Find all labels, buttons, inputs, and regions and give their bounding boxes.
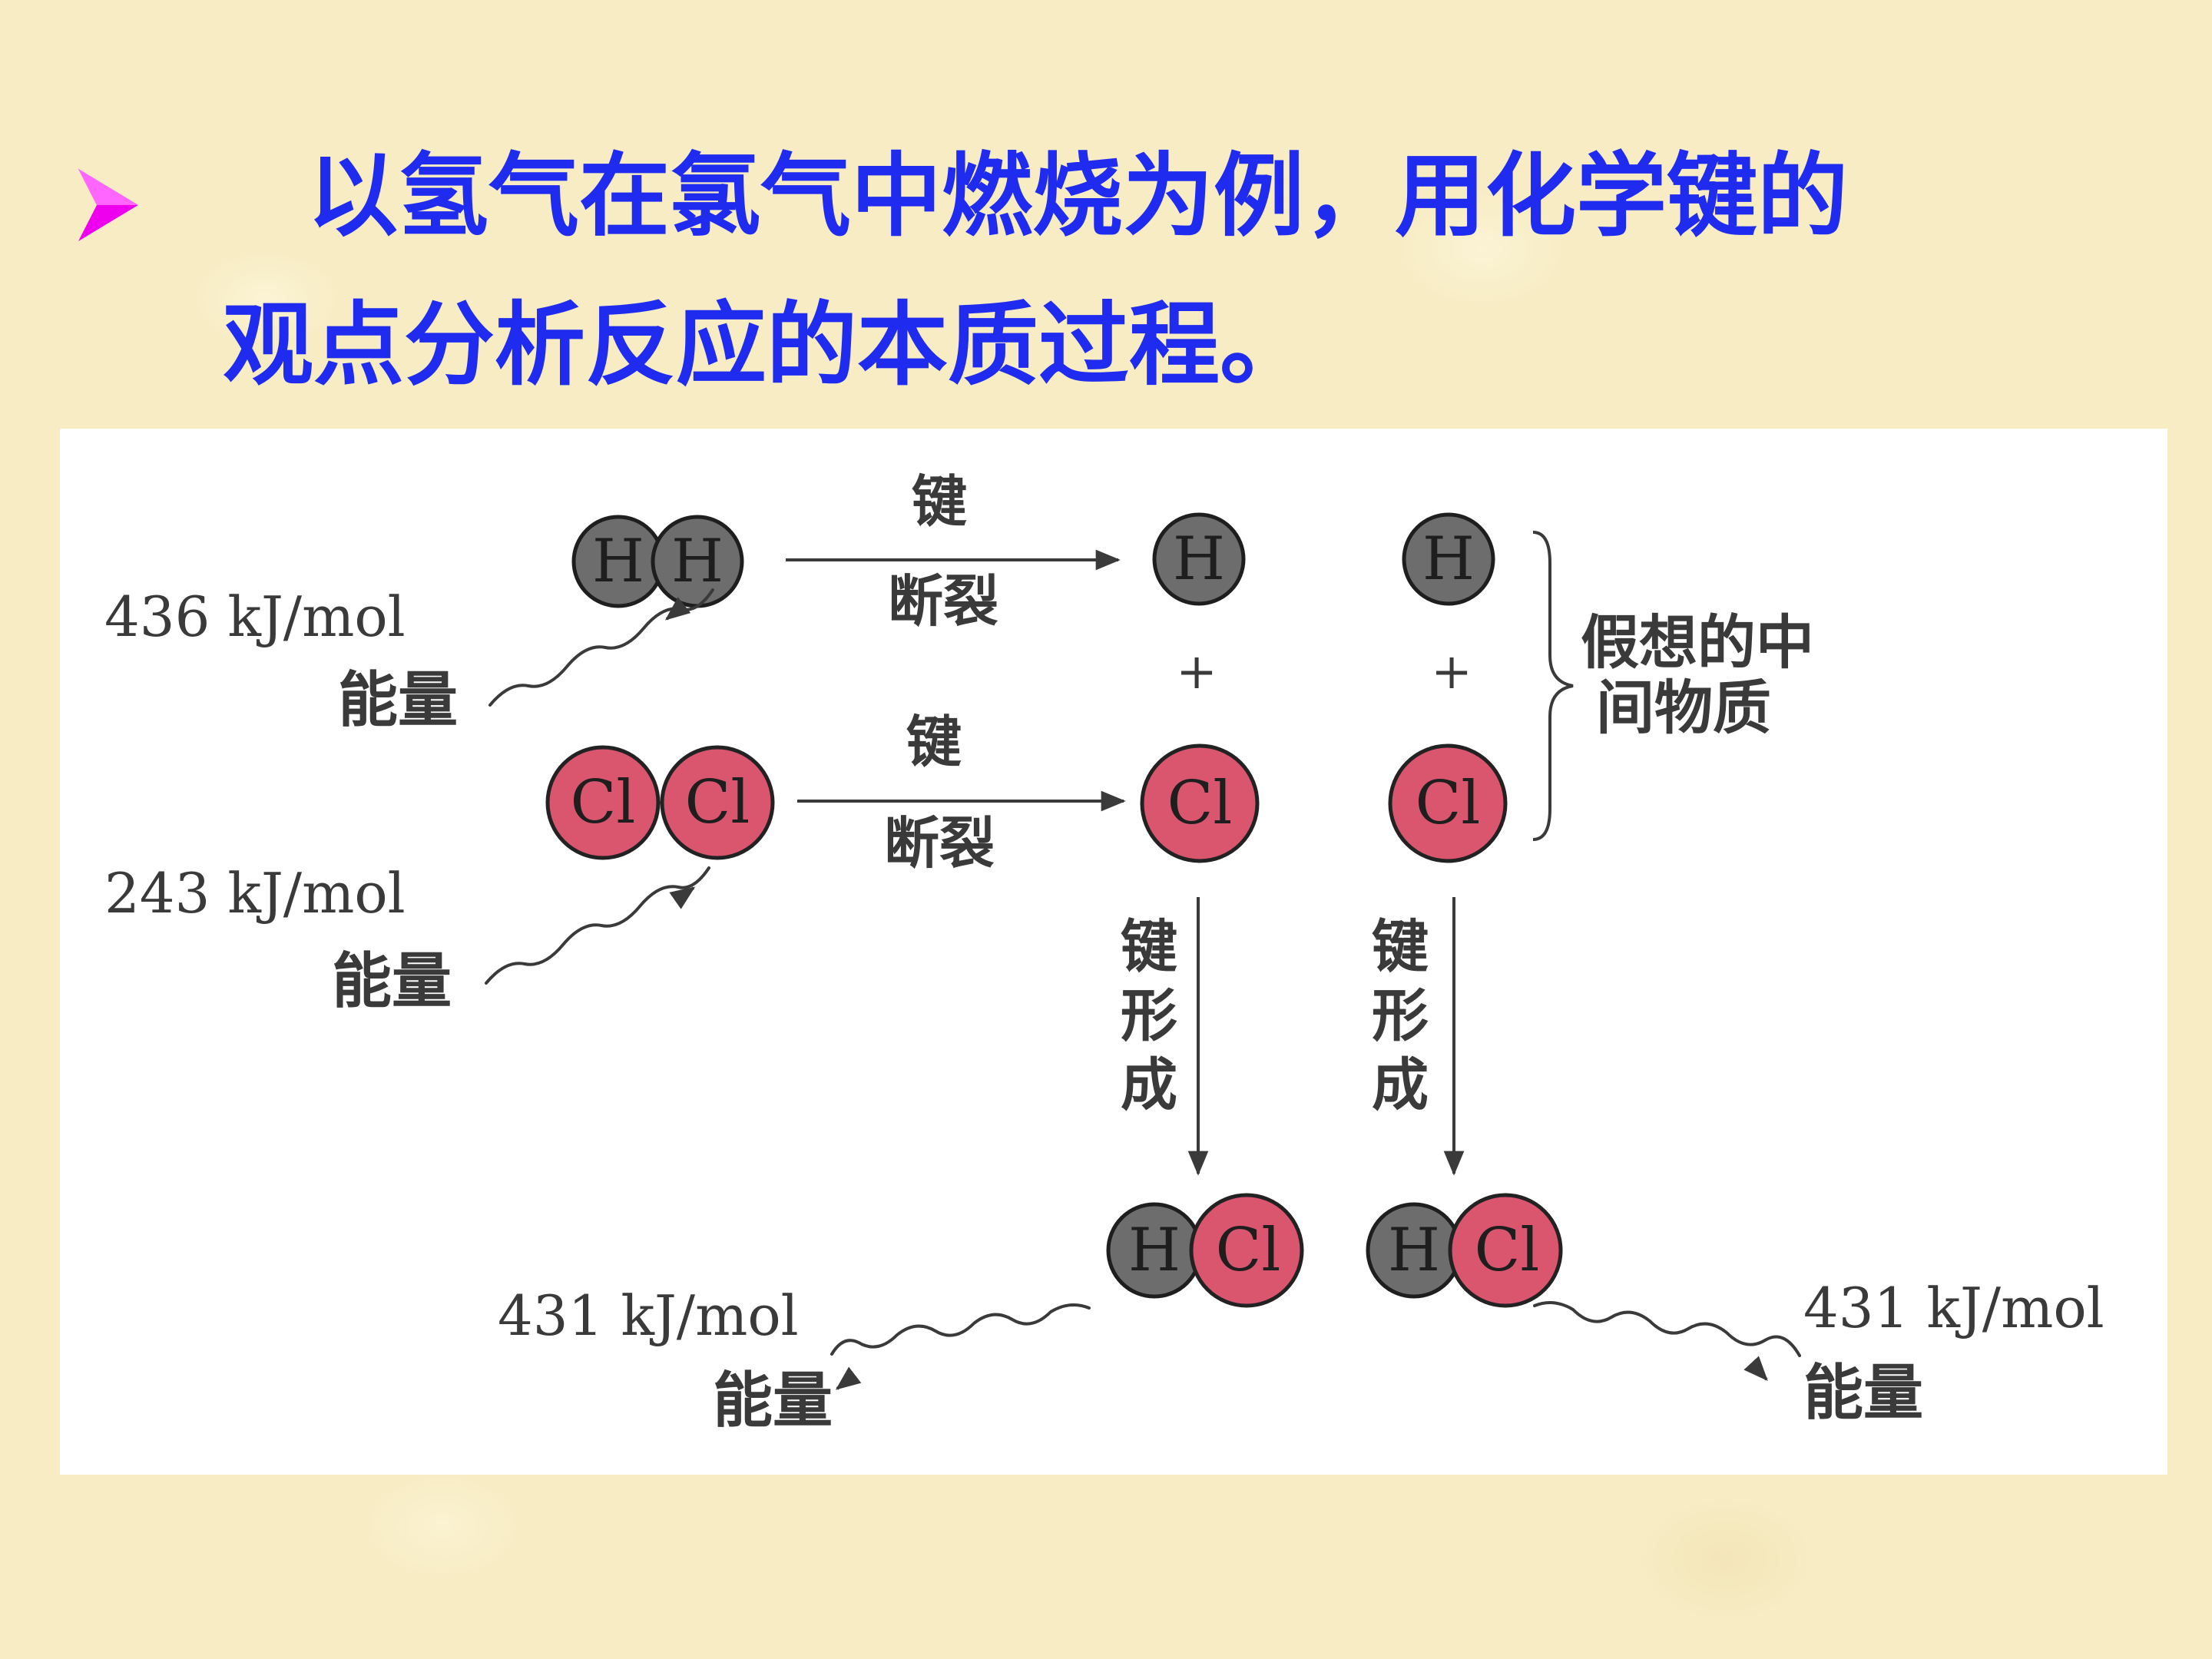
hcl-molecule-left: H Cl <box>1106 1193 1304 1308</box>
cl-atom-right-symbol: Cl <box>1416 769 1481 838</box>
intermediate-label-line-2: 间物质 <box>1596 674 1771 742</box>
cl-atom-center <box>1140 743 1260 863</box>
bond-form-right-char-2: 形 <box>1372 983 1429 1049</box>
hcl-left-energy-wave <box>830 1303 1091 1356</box>
hcl-molecule-right: H Cl <box>1366 1193 1563 1308</box>
h2-atom-1-symbol: H <box>592 527 644 596</box>
plus-center: + <box>1176 644 1217 700</box>
cl2-atom-2 <box>660 745 775 860</box>
title-line-2: 观点分析反应的本质过程。 <box>223 292 1311 398</box>
hcl-left-cl-symbol: Cl <box>1216 1216 1281 1285</box>
title-line-1: 以氢气在氯气中燃烧为例，用化学键的 <box>307 143 1849 249</box>
diagram-panel: H H 436 kJ/mol 能量 键 断裂 H H + + Cl Cl 243… <box>60 429 2167 1475</box>
cl2-molecule: Cl Cl <box>545 745 775 860</box>
reaction-diagram: H H 436 kJ/mol 能量 键 断裂 H H + + Cl Cl 243… <box>104 469 2104 1435</box>
h2-energy-label: 能量 <box>338 666 458 735</box>
h2-energy-wave <box>488 588 714 707</box>
hcl-right-energy-arrowhead <box>1743 1356 1768 1381</box>
hcl-right-h-symbol: H <box>1388 1216 1440 1285</box>
plus-right: + <box>1431 644 1472 700</box>
h-atom-right-symbol: H <box>1422 525 1475 594</box>
cl2-atom-1-symbol: Cl <box>571 768 636 837</box>
hcl-left-energy-label: 能量 <box>713 1366 833 1435</box>
hcl-right-energy-label: 能量 <box>1803 1359 1923 1428</box>
hcl-left-energy-arrowhead <box>835 1366 862 1390</box>
hcl-right-cl-symbol: Cl <box>1475 1216 1540 1285</box>
intermediate-label-line-1: 假想的中 <box>1581 608 1814 677</box>
h-atom-center-symbol: H <box>1173 525 1225 594</box>
h2-molecule: H H <box>571 515 744 608</box>
cl-atom-center-symbol: Cl <box>1167 769 1233 838</box>
hcl-right-energy-wave <box>1533 1301 1801 1357</box>
h-atom-center <box>1152 512 1246 606</box>
cl2-atom-2-symbol: Cl <box>685 768 750 837</box>
cl2-atom-1 <box>545 745 661 860</box>
bond-form-right-char-3: 成 <box>1372 1052 1429 1118</box>
bond-break-1-top: 键 <box>912 469 967 534</box>
h-atom-right <box>1402 512 1495 606</box>
h2-atom-2-symbol: H <box>671 527 724 596</box>
hcl-left-cl-atom <box>1189 1193 1304 1308</box>
cl-atom-right <box>1388 743 1508 863</box>
bond-form-right-char-1: 键 <box>1372 914 1429 980</box>
h2-energy-value: 436 kJ/mol <box>104 584 406 649</box>
bond-break-2-top: 键 <box>906 710 962 774</box>
hcl-left-h-symbol: H <box>1128 1216 1181 1285</box>
cl2-energy-value: 243 kJ/mol <box>104 861 406 926</box>
intermediate-brace <box>1532 531 1574 841</box>
bond-form-left-char-1: 键 <box>1121 914 1177 980</box>
cl2-energy-wave <box>485 866 710 985</box>
h2-energy-arrowhead <box>664 597 691 621</box>
triangle-arrow-bullet-icon <box>78 169 138 241</box>
hcl-left-energy-value: 431 kJ/mol <box>498 1283 799 1348</box>
bond-break-2-bottom: 断裂 <box>884 811 995 876</box>
bond-form-left-char-3: 成 <box>1121 1052 1177 1118</box>
hcl-right-cl-atom <box>1448 1193 1563 1308</box>
bond-form-left-char-2: 形 <box>1121 983 1177 1049</box>
cl2-energy-arrowhead <box>669 886 696 909</box>
cl2-energy-label: 能量 <box>332 947 452 1016</box>
hcl-right-energy-value: 431 kJ/mol <box>1803 1276 2104 1340</box>
bond-break-1-bottom: 断裂 <box>888 569 998 634</box>
